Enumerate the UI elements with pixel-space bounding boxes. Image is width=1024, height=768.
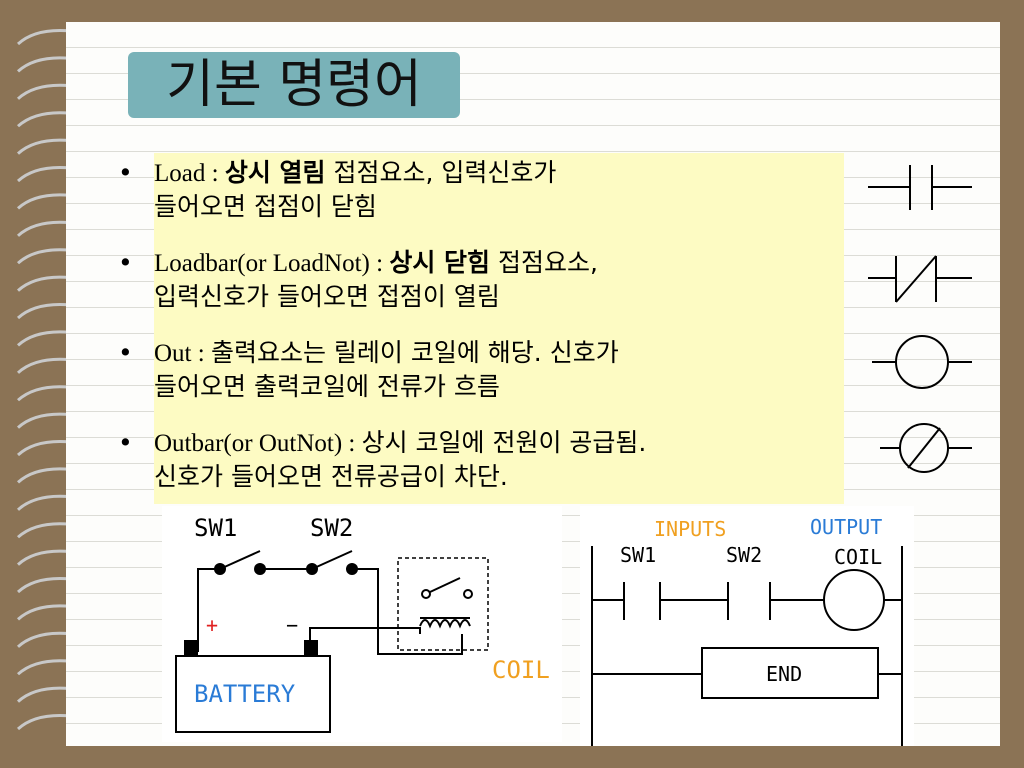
ladder-rungs bbox=[591, 546, 903, 746]
term-outbar: Outbar(or OutNot) : bbox=[154, 430, 362, 457]
ladder-sw2-label: SW2 bbox=[726, 543, 762, 567]
bullet: • bbox=[118, 338, 133, 367]
term-load: Load : bbox=[154, 160, 225, 187]
list-item-out: • Out : 출력요소는 릴레이 코일에 해당. 신호가 들어오면 출력코일에… bbox=[118, 336, 874, 403]
bullet: • bbox=[118, 428, 133, 457]
sw1-label: SW1 bbox=[194, 514, 237, 542]
term-description-line2: 들어오면 출력코일에 전류가 흐름 bbox=[154, 372, 500, 401]
term-description-line2: 신호가 들어오면 전류공급이 차단. bbox=[154, 462, 508, 491]
wires bbox=[197, 550, 463, 655]
term-description: 출력요소는 릴레이 코일에 해당. 신호가 bbox=[210, 338, 619, 367]
term-description: 접점요소, 입력신호가 bbox=[325, 158, 557, 187]
term-highlight: 상시 닫힘 bbox=[389, 248, 491, 277]
term-description: 접점요소, bbox=[490, 248, 598, 277]
term-description-line2: 들어오면 접점이 닫힘 bbox=[154, 192, 377, 221]
battery-terminal-plus bbox=[184, 640, 198, 656]
switch-contacts bbox=[214, 563, 358, 575]
relay-icon bbox=[419, 577, 473, 629]
switch-circuit-diagram: SW1 SW2 + − BATTERY COIL bbox=[162, 506, 562, 742]
bullet: • bbox=[118, 158, 133, 187]
page-title: 기본 명령어 bbox=[128, 52, 460, 118]
normally-open-contact-icon bbox=[868, 165, 972, 210]
end-label: END bbox=[766, 662, 802, 686]
ladder-diagram: INPUTS OUTPUT SW1 SW2 COIL END bbox=[580, 506, 914, 746]
term-out: Out : bbox=[154, 340, 211, 367]
coil-icon bbox=[872, 335, 972, 389]
inputs-label: INPUTS bbox=[654, 517, 726, 541]
output-label: OUTPUT bbox=[810, 515, 882, 539]
plus-label: + bbox=[206, 613, 218, 637]
list-item-loadbar: • Loadbar(or LoadNot) : 상시 닫힘 접점요소, 입력신호… bbox=[118, 246, 874, 313]
term-highlight: 상시 열림 bbox=[224, 158, 326, 187]
sw2-label: SW2 bbox=[310, 514, 353, 542]
ladder-symbols bbox=[868, 165, 972, 473]
ladder-sw1-label: SW1 bbox=[620, 543, 656, 567]
negated-coil-icon bbox=[880, 423, 972, 473]
definition-list: • Load : 상시 열림 접점요소, 입력신호가 들어오면 접점이 닫힘 •… bbox=[118, 153, 844, 504]
coil-label: COIL bbox=[492, 656, 550, 684]
bullet: • bbox=[118, 248, 133, 277]
list-item-load: • Load : 상시 열림 접점요소, 입력신호가 들어오면 접점이 닫힘 bbox=[118, 156, 874, 223]
term-loadbar: Loadbar(or LoadNot) : bbox=[154, 250, 390, 277]
list-item-outbar: • Outbar(or OutNot) : 상시 코일에 전원이 공급됨. 신호… bbox=[118, 426, 874, 493]
minus-label: − bbox=[286, 613, 298, 637]
normally-closed-contact-icon bbox=[868, 255, 972, 303]
battery-label: BATTERY bbox=[194, 680, 296, 708]
battery-box bbox=[175, 655, 331, 733]
ladder-coil-label: COIL bbox=[834, 545, 882, 569]
relay-box bbox=[397, 557, 489, 651]
term-description: 상시 코일에 전원이 공급됨. bbox=[361, 428, 647, 457]
end-box bbox=[701, 647, 879, 699]
battery-terminal-minus bbox=[304, 640, 318, 656]
term-description-line2: 입력신호가 들어오면 접점이 열림 bbox=[154, 282, 500, 311]
